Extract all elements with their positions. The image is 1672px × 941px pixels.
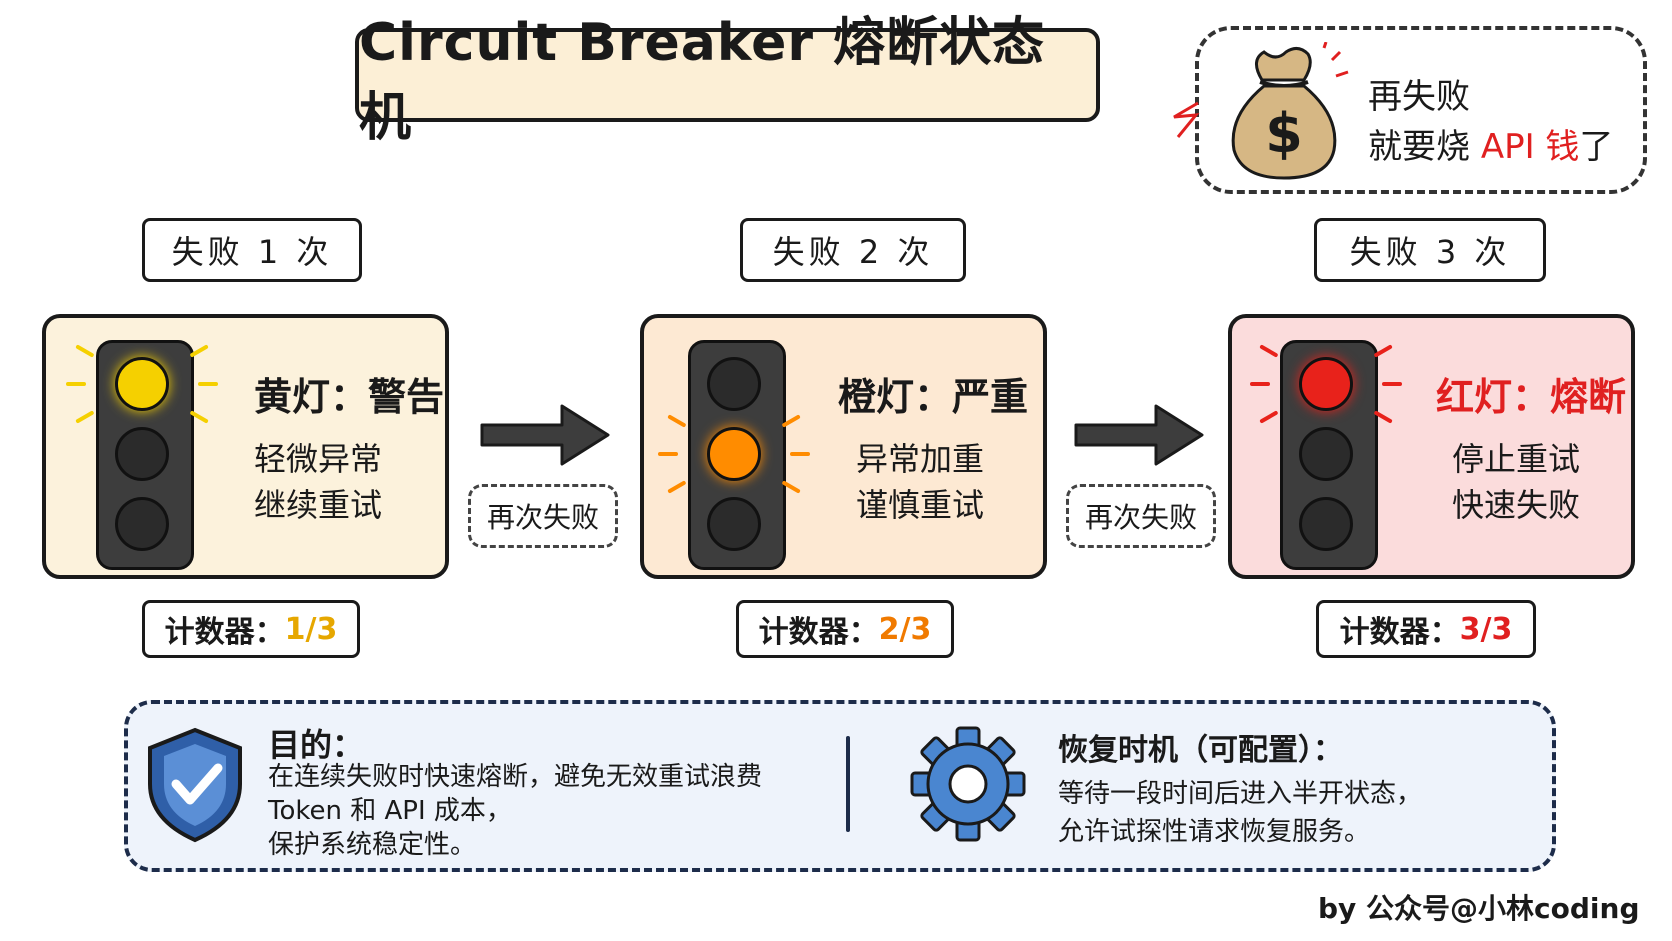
- purpose-line3: 保护系统稳定性。: [268, 830, 477, 860]
- state-card-red: 红灯：熔断 停止重试 快速失败: [1228, 314, 1635, 579]
- page-title-text: Circuit Breaker 熔断状态机: [359, 13, 1046, 148]
- money-bag-icon: $: [1231, 42, 1349, 180]
- author-credit: by 公众号@小林coding: [1318, 892, 1640, 925]
- fail-count-label-2: 失败 2 次: [740, 218, 966, 282]
- glow-ray: [667, 481, 686, 493]
- state-desc: 轻微异常 继续重试: [254, 436, 382, 528]
- counter-value: 1/3: [284, 611, 338, 647]
- fail-count-label-3: 失败 3 次: [1314, 218, 1546, 282]
- page-title: Circuit Breaker 熔断状态机: [355, 13, 1100, 148]
- callout-line2: 就要烧 API 钱了: [1368, 122, 1613, 172]
- glow-ray: [1374, 411, 1393, 423]
- state-card-yellow: 黄灯：警告 轻微异常 继续重试: [42, 314, 449, 579]
- lamp-middle: [707, 427, 761, 481]
- lamp-middle: [115, 427, 169, 481]
- purpose-line2: Token 和 API 成本，: [268, 796, 512, 826]
- gear-icon: [910, 726, 1026, 842]
- lamp-bottom: [1299, 497, 1353, 551]
- glow-ray: [75, 345, 94, 357]
- transition-label: 再次失败: [1066, 484, 1216, 548]
- glow-ray: [782, 415, 801, 427]
- traffic-light-icon: [96, 340, 194, 570]
- recovery-line1: 等待一段时间后进入半开状态，: [1058, 779, 1423, 809]
- traffic-light-icon: [1280, 340, 1378, 570]
- callout-tail-icon: [1173, 101, 1200, 138]
- transition-arrow-icon: [480, 404, 610, 466]
- lamp-bottom: [707, 497, 761, 551]
- glow-ray: [782, 481, 801, 493]
- counter-prefix: 计数器：: [164, 615, 285, 650]
- recovery-body: 等待一段时间后进入半开状态， 允许试探性请求恢复服务。: [1058, 775, 1422, 851]
- glow-ray: [75, 411, 94, 423]
- counter-value: 3/3: [1459, 611, 1513, 647]
- state-title: 红灯：熔断: [1436, 375, 1627, 419]
- callout-line1: 再失败: [1368, 77, 1470, 117]
- lamp-middle: [1299, 427, 1353, 481]
- state-desc: 停止重试 快速失败: [1452, 436, 1580, 528]
- counter-prefix: 计数器：: [1339, 615, 1460, 650]
- purpose-line1: 在连续失败时快速熔断，避免无效重试浪费: [268, 762, 763, 792]
- lamp-bottom: [115, 497, 169, 551]
- transition-label: 再次失败: [468, 484, 618, 548]
- callout-text: 再失败 就要烧 API 钱了: [1368, 72, 1613, 172]
- transition-arrow-icon: [1074, 404, 1204, 466]
- counter-badge: 计数器：2/3: [736, 600, 954, 658]
- traffic-light-icon: [688, 340, 786, 570]
- state-desc-line2: 快速失败: [1452, 486, 1581, 524]
- glow-ray: [190, 411, 209, 423]
- divider: [846, 736, 850, 832]
- fail-count-label-1: 失败 1 次: [142, 218, 362, 282]
- state-desc-line2: 继续重试: [254, 486, 383, 524]
- info-panel: [124, 700, 1556, 872]
- counter-badge: 计数器：1/3: [142, 600, 360, 658]
- state-desc-line1: 异常加重: [856, 440, 985, 478]
- glow-ray: [1259, 411, 1278, 423]
- counter-value: 2/3: [878, 611, 932, 647]
- purpose-body: 在连续失败时快速熔断，避免无效重试浪费 Token 和 API 成本， 保护系统…: [268, 760, 762, 862]
- lamp-top: [115, 357, 169, 411]
- cost-warning-callout: [1195, 26, 1647, 194]
- counter-prefix: 计数器：: [758, 615, 879, 650]
- state-title: 黄灯：警告: [254, 375, 445, 419]
- glow-ray: [1259, 345, 1278, 357]
- lamp-top: [707, 357, 761, 411]
- purpose-title: 目的：: [268, 726, 365, 764]
- state-card-orange: 橙灯：严重 异常加重 谨慎重试: [640, 314, 1047, 579]
- state-desc-line1: 停止重试: [1452, 440, 1581, 478]
- glow-ray: [1374, 345, 1393, 357]
- state-desc-line2: 谨慎重试: [856, 486, 985, 524]
- recovery-line2: 允许试探性请求恢复服务。: [1058, 817, 1371, 847]
- glow-ray: [190, 345, 209, 357]
- state-desc-line1: 轻微异常: [254, 440, 383, 478]
- callout-line2-prefix: 就要烧: [1368, 127, 1481, 167]
- shield-check-icon: [148, 727, 242, 843]
- lamp-top: [1299, 357, 1353, 411]
- callout-api-cost: API 钱: [1480, 127, 1580, 167]
- state-title: 橙灯：严重: [838, 375, 1029, 419]
- recovery-title: 恢复时机（可配置）：: [1058, 733, 1343, 768]
- glow-ray: [667, 415, 686, 427]
- counter-badge: 计数器：3/3: [1316, 600, 1536, 658]
- svg-text:$: $: [1265, 102, 1303, 165]
- callout-line2-suffix: 了: [1579, 127, 1614, 167]
- state-desc: 异常加重 谨慎重试: [856, 436, 984, 528]
